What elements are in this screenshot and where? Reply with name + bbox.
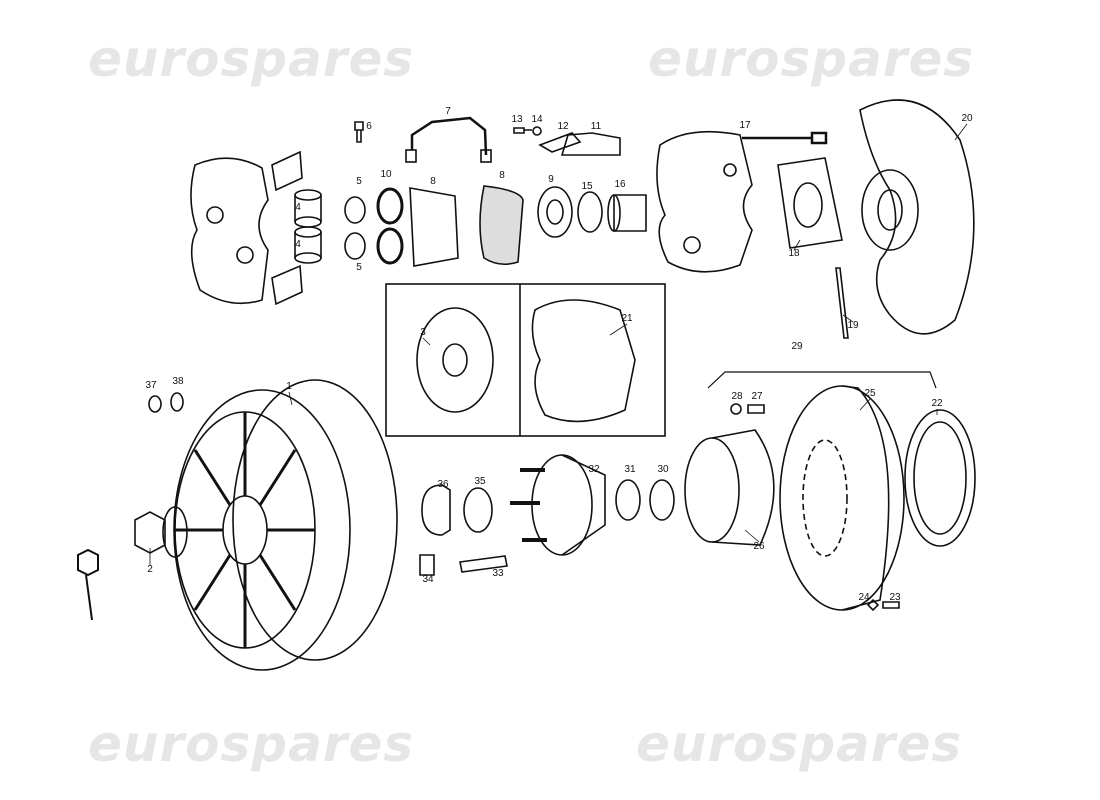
part-callout: 19 bbox=[847, 320, 859, 331]
part-callout: 32 bbox=[588, 464, 600, 475]
part-callout: 11 bbox=[590, 121, 602, 132]
ring-plate bbox=[904, 409, 976, 547]
bleed-screw bbox=[354, 121, 364, 143]
caliper-bracket bbox=[777, 157, 843, 249]
bracket bbox=[560, 132, 621, 156]
part-callout: 15 bbox=[581, 181, 593, 192]
brake-pipe bbox=[410, 116, 488, 156]
part-callout: 6 bbox=[366, 121, 372, 132]
part-callout: 22 bbox=[931, 398, 943, 409]
part-callout: 20 bbox=[961, 113, 973, 124]
washer bbox=[730, 403, 742, 415]
plate bbox=[835, 267, 849, 339]
part-callout: 21 bbox=[621, 313, 633, 324]
bolt bbox=[882, 601, 900, 609]
part-callout: 18 bbox=[788, 248, 800, 259]
spanner bbox=[77, 548, 99, 621]
part-callout: 30 bbox=[657, 464, 669, 475]
watermark: eurospares bbox=[88, 715, 415, 773]
watermark: eurospares bbox=[88, 30, 415, 88]
part-callout: 9 bbox=[548, 174, 554, 185]
part-callout: 31 bbox=[624, 464, 636, 475]
part-callout: 33 bbox=[492, 568, 504, 579]
watermark: eurospares bbox=[636, 715, 963, 773]
seal bbox=[344, 196, 366, 224]
part-callout: 3 bbox=[420, 327, 426, 338]
ring bbox=[577, 191, 603, 233]
part-callout: 5 bbox=[356, 262, 362, 273]
seal bbox=[344, 232, 366, 260]
bolt bbox=[747, 404, 765, 414]
caliper-assembly bbox=[531, 299, 636, 423]
part-callout: 12 bbox=[557, 121, 569, 132]
washer bbox=[170, 392, 184, 412]
part-callout: 23 bbox=[889, 592, 901, 603]
part-callout: 28 bbox=[731, 391, 743, 402]
brake-disc bbox=[779, 385, 905, 611]
part-callout: 26 bbox=[753, 541, 765, 552]
wire-wheel bbox=[173, 379, 398, 671]
part-callout: 36 bbox=[437, 479, 449, 490]
stud bbox=[459, 555, 508, 573]
part-callout: 4 bbox=[295, 239, 301, 250]
part-callout: 27 bbox=[751, 391, 763, 402]
spacer bbox=[416, 307, 494, 413]
bearing-race bbox=[649, 479, 675, 521]
part-callout: 2 bbox=[147, 564, 153, 575]
brake-pad bbox=[409, 187, 459, 267]
washer bbox=[148, 395, 162, 413]
bolt bbox=[742, 131, 828, 145]
part-callout: 13 bbox=[511, 114, 523, 125]
part-callout: 38 bbox=[172, 376, 184, 387]
part-callout: 10 bbox=[380, 169, 392, 180]
boot bbox=[376, 227, 404, 265]
bracket bbox=[538, 132, 582, 153]
pad-clip bbox=[271, 150, 303, 306]
part-callout: 5 bbox=[356, 176, 362, 187]
part-callout: 35 bbox=[474, 476, 486, 487]
part-callout: 1 bbox=[286, 381, 292, 392]
part-callout: 16 bbox=[614, 179, 626, 190]
watermark: eurospares bbox=[648, 30, 975, 88]
nut bbox=[419, 554, 435, 576]
caliper-half-right bbox=[656, 130, 753, 273]
part-callout: 7 bbox=[445, 106, 451, 117]
part-callout: 25 bbox=[864, 388, 876, 399]
knock-off-nut bbox=[134, 511, 166, 554]
piston bbox=[613, 194, 647, 232]
bolt bbox=[513, 127, 532, 134]
detail-box bbox=[385, 283, 666, 437]
bearing bbox=[463, 487, 493, 533]
part-callout: 29 bbox=[791, 341, 803, 352]
piston bbox=[294, 189, 322, 264]
part-callout: 17 bbox=[739, 120, 751, 131]
part-callout: 8 bbox=[499, 170, 505, 181]
part-callout: 14 bbox=[531, 114, 543, 125]
disc-bell bbox=[684, 437, 740, 543]
part-callout: 24 bbox=[858, 592, 870, 603]
brake-pad bbox=[479, 185, 524, 266]
dust-seal bbox=[537, 186, 573, 238]
boot bbox=[376, 187, 404, 225]
part-callout: 8 bbox=[430, 176, 436, 187]
tab-washer bbox=[866, 598, 880, 612]
group-bracket bbox=[707, 371, 937, 389]
cap bbox=[421, 484, 451, 536]
caliper-half-left bbox=[190, 157, 269, 305]
washer bbox=[532, 126, 542, 136]
bearing bbox=[615, 479, 641, 521]
part-callout: 4 bbox=[295, 202, 301, 213]
part-callout: 34 bbox=[422, 574, 434, 585]
part-callout: 37 bbox=[145, 380, 157, 391]
